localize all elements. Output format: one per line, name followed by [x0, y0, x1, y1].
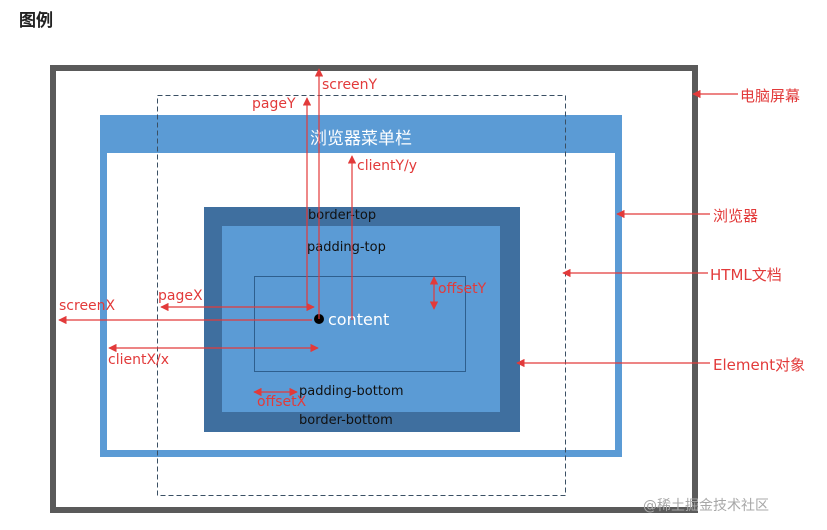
page-y-label: pageY [252, 96, 296, 112]
client-y-label: clientY/y [357, 158, 418, 174]
offset-x-label: offsetX [257, 394, 307, 410]
diagram-heading: 图例 [19, 11, 53, 31]
watermark: @稀土掘金技术社区 [643, 498, 769, 514]
html-doc-callout-label: HTML文档 [710, 266, 782, 284]
border-top-label: border-top [308, 208, 377, 223]
browser-menu-bar-label: 浏览器菜单栏 [310, 129, 412, 149]
padding-top-label: padding-top [307, 240, 386, 255]
page-x-label: pageX [158, 288, 203, 304]
border-bottom-label: border-bottom [299, 413, 393, 428]
offset-y-label: offsetY [438, 281, 487, 297]
element-padding-box [222, 226, 500, 412]
computer-screen-frame [50, 65, 698, 513]
screen-callout-label: 电脑屏幕 [740, 87, 801, 105]
browser-callout-label: 浏览器 [713, 207, 759, 225]
padding-bottom-label: padding-bottom [299, 384, 404, 399]
screen-y-label: screenY [322, 77, 378, 93]
screen-x-label: screenX [59, 298, 116, 314]
page-dashed-outline [157, 95, 566, 496]
client-x-label: clientX/x [108, 352, 170, 368]
element-content-box [254, 276, 466, 372]
element-callout-label: Element对象 [713, 356, 806, 374]
content-label: content [328, 310, 390, 329]
